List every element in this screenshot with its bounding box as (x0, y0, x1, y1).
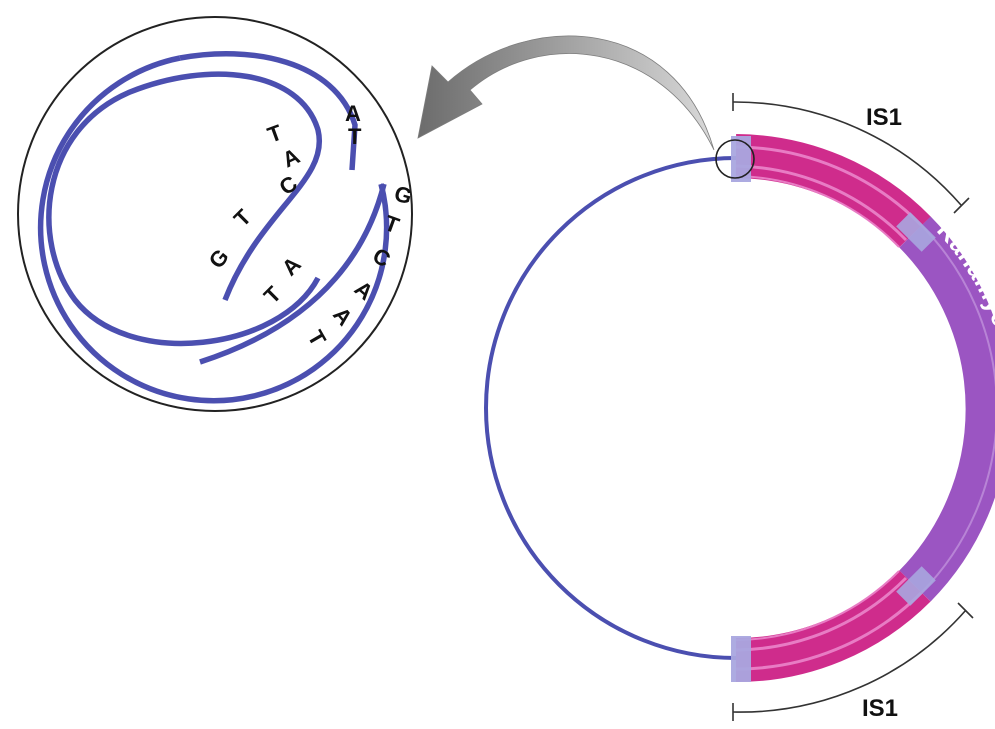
plasmid-backbone (486, 158, 736, 658)
plasmid: Kanamycin resistance (486, 136, 995, 682)
is1-bottom-label: IS1 (862, 695, 898, 722)
is1-top-label: IS1 (866, 104, 902, 131)
junction-bottom (731, 636, 751, 682)
is1-top-element (736, 147, 921, 247)
base-T3: T (348, 124, 362, 149)
junction-top (731, 136, 751, 182)
zoom-arrow (418, 36, 714, 150)
zoom-inset: T A C T G A T G T C A A T A T (18, 17, 415, 411)
base-A2: A (345, 101, 361, 126)
is1-bottom-element (736, 571, 921, 669)
